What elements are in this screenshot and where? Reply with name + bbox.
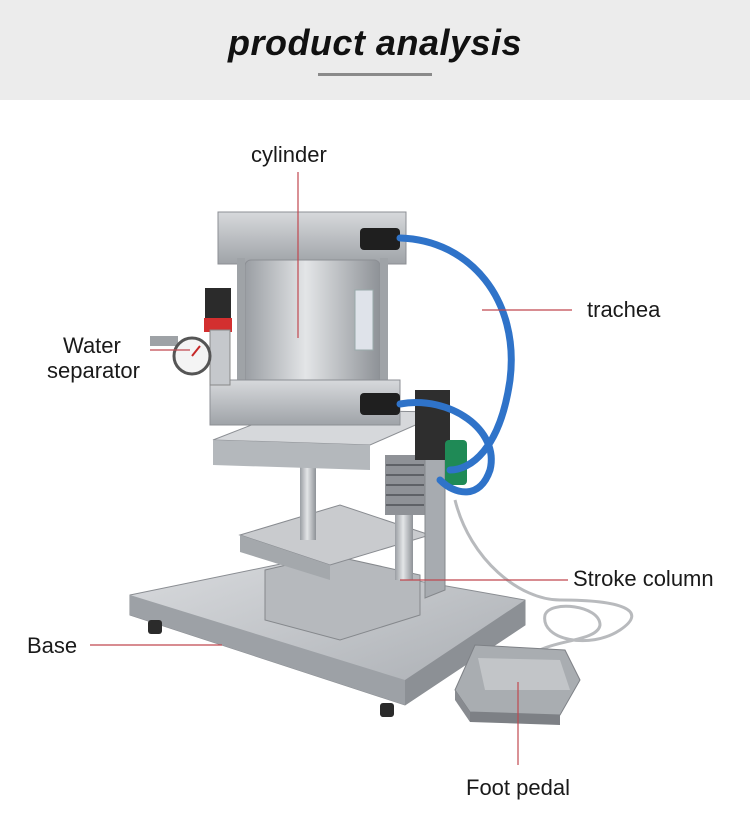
label-separator: separator [47,358,140,383]
foot-pedal [454,644,581,725]
label-base: Base [27,633,78,658]
water-separator [150,288,232,386]
page-title: product analysis [227,22,523,63]
label-cylinder: cylinder [251,142,327,167]
label-trachea: trachea [587,297,661,322]
pedal-cable [453,499,634,652]
leader-lines [90,172,572,765]
title-banner: product analysis [0,0,750,100]
title-underline [318,73,432,76]
label-stroke-column: Stroke column [573,566,714,591]
machine-frame [212,409,446,599]
cylinder-body [209,211,407,426]
die-block [238,504,432,641]
label-water: Water [63,333,121,358]
trachea-hoses [396,234,515,496]
label-foot-pedal: Foot pedal [466,775,570,800]
air-fittings [360,228,467,485]
